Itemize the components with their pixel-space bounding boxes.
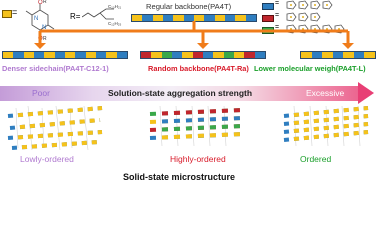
ordered-microstructure [283, 105, 369, 147]
lowly-ordered-microstructure [7, 105, 103, 151]
terthiophene-icon [286, 12, 321, 22]
svg-text:N: N [34, 16, 38, 22]
footer-caption: Solid-state microstructure [123, 172, 236, 182]
lower-mw-strip [300, 51, 376, 59]
denser-sidechain-label: Denser sidechain(PA4T-C12-1) [2, 64, 109, 73]
random-backbone-label: Random backbone(PA4T-Ra) [148, 64, 249, 73]
legend-red-swatch [262, 15, 274, 22]
highly-ordered-microstructure [149, 105, 245, 147]
legend-red-equals: = [275, 12, 280, 19]
acceptor-unit-swatch [2, 10, 12, 18]
svg-text:R: R [43, 0, 47, 5]
svg-text:R: R [43, 36, 47, 40]
random-backbone-strip [140, 51, 266, 59]
svg-text:O: O [38, 0, 43, 6]
svg-text:C₁₀H₂₁: C₁₀H₂₁ [108, 4, 122, 9]
lower-mw-label: Lower molecular weigh(PA4T-L) [254, 64, 366, 73]
svg-text:C₁₂H₂₅: C₁₂H₂₅ [108, 21, 122, 26]
aggregation-strength-arrow [0, 86, 358, 101]
denser-sidechain-strip [2, 51, 128, 59]
svg-text:N: N [42, 25, 46, 31]
arrow-poor-label: Poor [32, 88, 50, 98]
sidechain-structure-icon: C₁₀H₂₁ C₁₂H₂₅ [82, 4, 122, 26]
sidechain-r-equals: R= [70, 12, 81, 21]
connector-arrows [34, 21, 354, 49]
legend-blue-swatch [262, 3, 274, 10]
highly-ordered-label: Highly-ordered [170, 154, 226, 164]
regular-backbone-label: Regular backbone(PA4T) [146, 2, 232, 11]
legend-blue-equals: = [275, 0, 280, 7]
arrow-head [358, 82, 374, 104]
bithiophene-icon [286, 0, 333, 10]
ordered-label: Ordered [300, 154, 332, 164]
lowly-ordered-label: Lowly-ordered [20, 154, 74, 164]
arrow-title: Solution-state aggregation strength [108, 88, 253, 98]
swatch-equals: = [12, 7, 18, 17]
arrow-excessive-label: Excessive [306, 88, 345, 98]
legend-green-equals: = [275, 24, 280, 31]
